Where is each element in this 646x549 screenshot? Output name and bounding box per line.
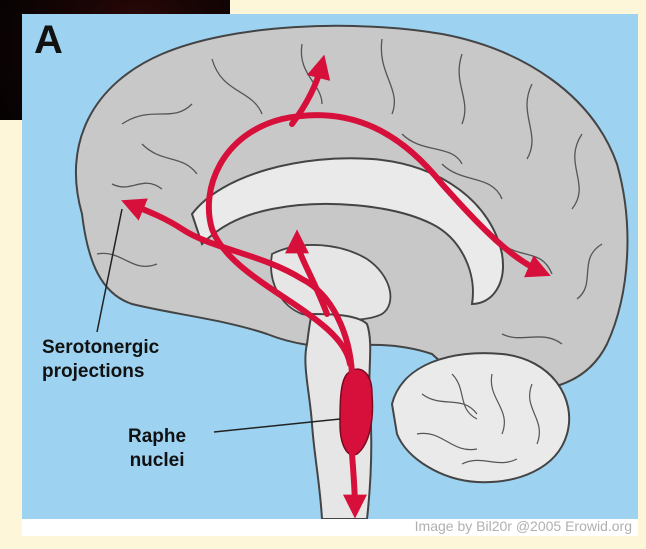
raphe-nuclei-label: Raphe nuclei [128,425,186,473]
raphe-label-line2: nuclei [128,449,186,473]
figure-panel: A Serotonergic projections Raphe nuclei … [22,14,638,536]
image-credit: Image by Bil20r @2005 Erowid.org [415,518,632,534]
serotonergic-label-line2: projections [42,360,159,384]
panel-letter: A [34,18,63,63]
serotonergic-label-line1: Serotonergic [42,336,159,360]
serotonergic-projections-label: Serotonergic projections [42,336,159,384]
raphe-label-line1: Raphe [128,425,186,449]
brain-diagram [22,14,638,536]
